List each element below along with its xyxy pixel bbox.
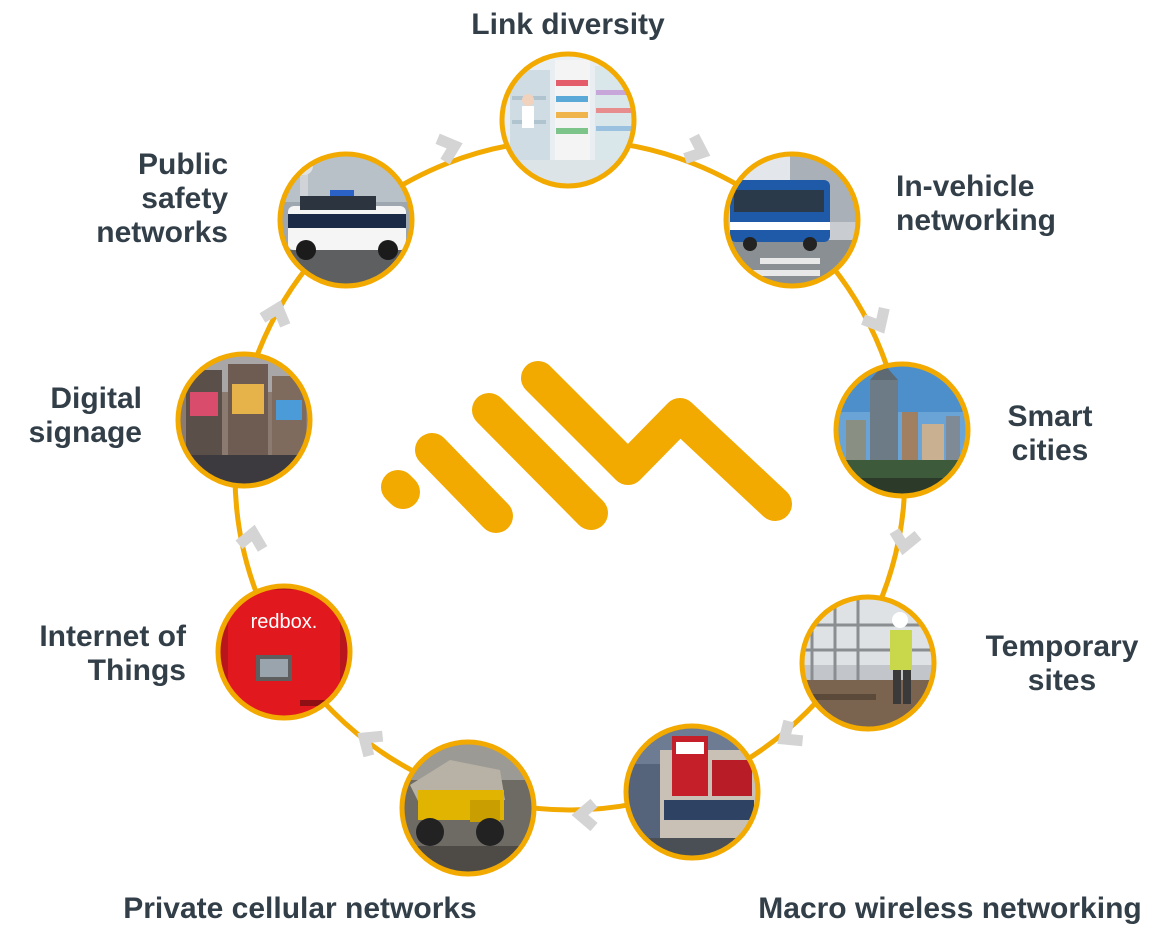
flow-arrow-icon — [861, 306, 890, 334]
label-in-vehicle-networking: In-vehicle networking — [896, 170, 1057, 237]
label-private-cellular-networks: Private cellular networks — [123, 892, 477, 925]
label-smart-cities: Smart cities — [1007, 400, 1093, 467]
retail-storefront-photo — [623, 723, 761, 861]
flow-arrow-icon — [235, 524, 268, 552]
flow-arrow-icon — [435, 133, 463, 165]
mining-truck-photo — [399, 739, 537, 877]
flow-arrow-icon — [889, 528, 922, 556]
company-logo — [381, 361, 792, 533]
label-temporary-sites: Temporary sites — [985, 630, 1139, 697]
police-suv-photo — [277, 151, 415, 289]
pharmacy-shelves-photo — [499, 51, 637, 189]
flow-arrow-icon — [571, 798, 598, 832]
flow-arrow-icon — [259, 300, 291, 328]
kiosk-brand-text: redbox. — [251, 611, 318, 633]
construction-worker-photo — [799, 594, 937, 732]
label-macro-wireless-networking: Macro wireless networking — [758, 892, 1142, 925]
flow-arrow-icon — [777, 719, 804, 747]
label-digital-signage: Digital signage — [28, 382, 142, 449]
label-internet-of-things: Internet of Things — [39, 620, 186, 687]
flow-arrow-icon — [683, 133, 711, 164]
times-square-photo — [175, 351, 313, 489]
redbox-kiosk-photo: redbox. — [215, 583, 353, 721]
city-skyline-photo — [833, 361, 971, 499]
city-bus-photo — [723, 151, 861, 289]
flow-arrow-icon — [357, 730, 384, 758]
label-link-diversity: Link diversity — [471, 8, 665, 41]
label-public-safety-networks: Public safety networks — [96, 148, 228, 249]
